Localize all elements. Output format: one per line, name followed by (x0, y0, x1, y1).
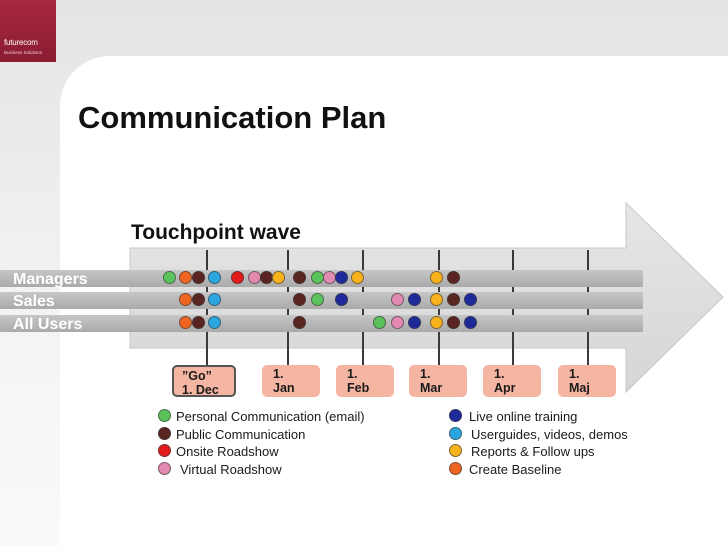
date-box-line1: 1. (494, 367, 505, 381)
legend-label: Onsite Roadshow (176, 444, 279, 459)
userguides-touchpoint-dot-icon (208, 293, 221, 306)
legend-label: Personal Communication (email) (176, 409, 365, 424)
public-touchpoint-dot-icon (192, 293, 205, 306)
reports-touchpoint-dot-icon (430, 293, 443, 306)
legend-label: Userguides, videos, demos (471, 427, 628, 442)
virtual-touchpoint-dot-icon (391, 293, 404, 306)
legend-label: Public Communication (176, 427, 306, 442)
personal-communication-dot-icon (158, 409, 171, 422)
userguides-touchpoint-dot-icon (208, 316, 221, 329)
reports-touchpoint-dot-icon (351, 271, 364, 284)
personal-touchpoint-dot-icon (373, 316, 386, 329)
reports-touchpoint-dot-icon (430, 316, 443, 329)
training-touchpoint-dot-icon (464, 316, 477, 329)
diagram-subtitle: Touchpoint wave (131, 221, 301, 244)
legend-label: Virtual Roadshow (180, 462, 282, 477)
baseline-touchpoint-dot-icon (179, 271, 192, 284)
onsite-roadshow-dot-icon (158, 444, 171, 457)
public-touchpoint-dot-icon (447, 271, 460, 284)
date-box-maj: 1. Maj (558, 365, 616, 397)
public-touchpoint-dot-icon (447, 293, 460, 306)
public-touchpoint-dot-icon (293, 271, 306, 284)
virtual-roadshow-dot-icon (158, 462, 171, 475)
legend-label: Reports & Follow ups (471, 444, 595, 459)
page-title: Communication Plan (78, 100, 387, 135)
date-box-mar: 1. Mar (409, 365, 467, 397)
public-touchpoint-dot-icon (293, 293, 306, 306)
reports-dot-icon (449, 444, 462, 457)
futurecom-logo: futurecom Business Solutions (0, 0, 56, 62)
logo-name: futurecom (4, 38, 38, 47)
date-box-jan: 1. Jan (262, 365, 320, 397)
baseline-dot-icon (449, 462, 462, 475)
date-box-line1: 1. (273, 367, 284, 381)
baseline-touchpoint-dot-icon (179, 316, 192, 329)
date-box-line2: Apr (494, 381, 516, 395)
legend-label: Live online training (469, 409, 578, 424)
date-box-line1: 1. (347, 367, 358, 381)
date-box-feb: 1. Feb (336, 365, 394, 397)
date-box-apr: 1. Apr (483, 365, 541, 397)
public-communication-dot-icon (158, 427, 171, 440)
reports-touchpoint-dot-icon (272, 271, 285, 284)
date-box-line2: Feb (347, 381, 370, 395)
public-touchpoint-dot-icon (192, 271, 205, 284)
date-box-dec: ”Go” 1. Dec (172, 365, 236, 397)
personal-touchpoint-dot-icon (311, 293, 324, 306)
date-box-line1: 1. (420, 367, 431, 381)
date-box-line2: Mar (420, 381, 443, 395)
row-bar-all-users (0, 315, 643, 332)
virtual-touchpoint-dot-icon (391, 316, 404, 329)
reports-touchpoint-dot-icon (430, 271, 443, 284)
onsite-touchpoint-dot-icon (231, 271, 244, 284)
row-label-sales: Sales (13, 293, 55, 310)
logo-tagline: Business Solutions (4, 50, 43, 55)
training-touchpoint-dot-icon (464, 293, 477, 306)
baseline-touchpoint-dot-icon (179, 293, 192, 306)
date-box-line2: Maj (569, 381, 590, 395)
public-touchpoint-dot-icon (293, 316, 306, 329)
userguides-touchpoint-dot-icon (208, 271, 221, 284)
date-box-line2: 1. Dec (182, 383, 219, 397)
training-touchpoint-dot-icon (335, 293, 348, 306)
legend-label: Create Baseline (469, 462, 562, 477)
live-training-dot-icon (449, 409, 462, 422)
date-box-line1: 1. (569, 367, 580, 381)
training-touchpoint-dot-icon (408, 293, 421, 306)
date-box-line2: Jan (273, 381, 295, 395)
personal-touchpoint-dot-icon (163, 271, 176, 284)
training-touchpoint-dot-icon (335, 271, 348, 284)
training-touchpoint-dot-icon (408, 316, 421, 329)
public-touchpoint-dot-icon (192, 316, 205, 329)
row-label-all-users: All Users (13, 316, 83, 333)
row-label-managers: Managers (13, 271, 88, 288)
userguides-dot-icon (449, 427, 462, 440)
public-touchpoint-dot-icon (447, 316, 460, 329)
date-box-line1: ”Go” (182, 369, 212, 383)
